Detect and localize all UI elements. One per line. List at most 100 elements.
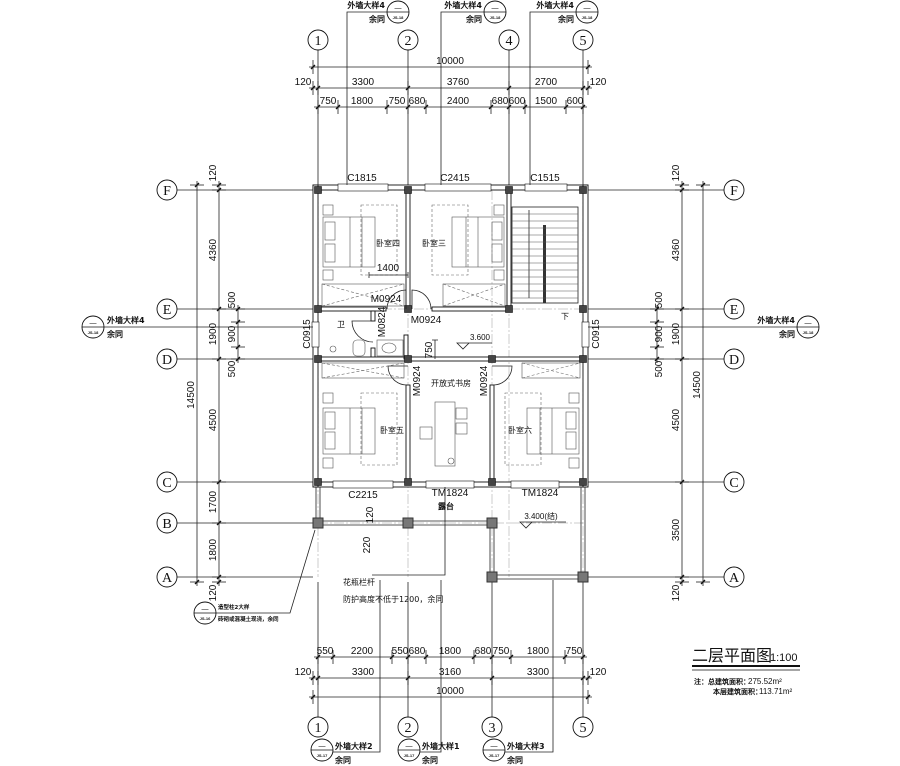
dimension-label: 680 [409, 96, 426, 107]
axis-bubble-top-4-circle [498, 29, 520, 51]
dimension-tick [522, 104, 528, 110]
elevation-label: 3.600 [470, 333, 491, 342]
dimension-tick [216, 356, 222, 362]
dimension-label: 3760 [447, 77, 470, 88]
terrace-column [486, 517, 498, 529]
bedroom5-furniture [321, 362, 405, 469]
dimension-tick [679, 187, 685, 193]
dimension-label: 4360 [208, 238, 219, 261]
structural-column [404, 186, 412, 194]
dimension-tick [679, 182, 685, 188]
dimension-tick [216, 479, 222, 485]
dimension-tick [389, 654, 395, 660]
note-floor-label: 本层建筑面积： [712, 687, 762, 696]
wall-interior [506, 189, 512, 310]
callout-number: — [492, 5, 499, 12]
axis-bubble-bottom-5-label: 5 [580, 721, 587, 736]
axis-bubble-left-E-label: E [163, 303, 172, 318]
callout-leader [420, 580, 442, 753]
railing-note: 防护高度不低于1200，余同 [343, 594, 443, 604]
bathroom-fixtures-part [376, 339, 404, 357]
door-tm1824-a [425, 480, 475, 489]
axis-bubble-left-F-circle [156, 179, 178, 201]
wall-interior [405, 384, 411, 483]
axis-bubble-left-B-circle [156, 512, 178, 534]
dimension-label: 4360 [671, 238, 682, 261]
bedroom4-furniture-part [360, 204, 398, 276]
dimension-label: 750 [320, 96, 337, 107]
bedroom6-furniture-part [504, 392, 542, 466]
dimension-tick [216, 187, 222, 193]
dimension-label: 4500 [208, 408, 219, 431]
dimension-label: 10000 [436, 686, 464, 697]
bedroom3-furniture-part [491, 221, 503, 241]
dimension-label: 1400 [377, 263, 400, 274]
dim-750-line [432, 339, 438, 359]
axis-bubble-top-5-circle [572, 29, 594, 51]
drawing-title: 二层平面图 [692, 646, 772, 665]
axis-bubble-bottom-3-circle [481, 716, 503, 738]
axis-bubble-right-D-circle [723, 348, 745, 370]
elevation-marker-icon [456, 342, 492, 350]
stair-direction-label: 下 [561, 312, 569, 321]
dimension-label: 680 [475, 646, 492, 657]
dimension-tick [216, 520, 222, 526]
dimension-tick [194, 182, 200, 188]
terrace-railing [312, 487, 589, 583]
dimension-label: 3300 [352, 77, 375, 88]
dimension-label: 680 [492, 96, 509, 107]
railing-leader [372, 487, 446, 576]
elevation-label: 3.400(结) [524, 511, 558, 521]
dimension-label: 2400 [447, 96, 470, 107]
structural-column [579, 478, 587, 486]
dimension-tick [310, 694, 316, 700]
callout-leader [505, 580, 554, 753]
dimension-tick [235, 344, 241, 350]
window-label: C2415 [440, 173, 470, 184]
structural-column [505, 186, 513, 194]
callout-sheet-ref: JS-16 [200, 616, 211, 621]
dimension-tick [235, 356, 241, 362]
callout-number: — [202, 606, 209, 613]
dimension-tick [405, 85, 411, 91]
dimension-tick [654, 356, 660, 362]
door-tm1824-b [510, 480, 560, 489]
callout-number: — [395, 5, 402, 12]
dimension-tick [310, 64, 316, 70]
window-label: C1815 [347, 173, 377, 184]
axis-bubble-top-1-label: 1 [315, 34, 322, 49]
terrace-column [577, 571, 589, 583]
callout-number: — [805, 320, 812, 327]
callout-sheet-ref: JS-18 [88, 330, 99, 335]
callout-title: 外墙大样4 [347, 0, 385, 10]
note-total-value: 275.52m² [748, 677, 782, 686]
callout-sheet-ref: JS-17 [489, 753, 500, 758]
dimension-tick [423, 654, 429, 660]
dimension-tick [585, 85, 591, 91]
dimension-label: 680 [409, 646, 426, 657]
window-label: C0915 [591, 319, 602, 349]
window-c2215 [332, 480, 394, 489]
axis-bubble-left-D-circle [156, 348, 178, 370]
structural-column [404, 305, 412, 313]
callout-sheet-ref: JS-18 [393, 15, 404, 20]
study-furniture-part [419, 426, 433, 440]
structural-column [488, 478, 496, 486]
axis-bubble-left-C-label: C [162, 476, 171, 491]
axis-bubble-bottom-3-label: 3 [489, 721, 496, 736]
axis-bubble-bottom-2-circle [397, 716, 419, 738]
dimension-tick [585, 64, 591, 70]
callout-title: 外墙大样4 [536, 0, 574, 10]
dimension-tick [310, 675, 316, 681]
dimension-label: 120 [295, 667, 312, 678]
axis-bubble-top-2-circle [397, 29, 419, 51]
room-label-bath: 卫 [337, 320, 345, 329]
dimension-label: 3300 [527, 667, 550, 678]
axis-bubble-right-A-label: A [729, 571, 740, 586]
dimension-label: 1500 [535, 96, 558, 107]
bedroom6-furniture-part [565, 431, 577, 450]
dimension-label: 600 [567, 96, 584, 107]
